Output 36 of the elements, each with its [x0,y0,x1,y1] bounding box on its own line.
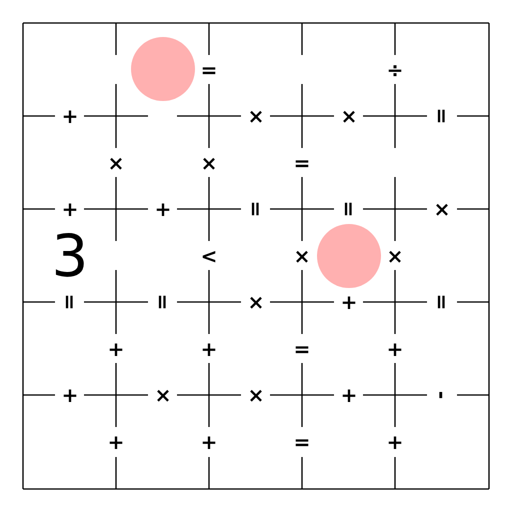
number-clue: 3 [52,227,88,285]
operator-symbol: - [432,390,452,400]
operator-symbol: + [62,106,78,126]
operator-symbol: = [60,294,80,310]
operator-symbol: × [294,246,310,266]
operator-symbol: + [386,339,404,359]
operator-symbol: = [294,339,310,359]
operator-symbol: ÷ [386,60,404,80]
operator-symbol: × [386,246,404,266]
operator-symbol: = [432,294,452,310]
operator-symbol: = [153,294,173,310]
operator-symbol: < [200,246,218,266]
operator-symbol: × [108,153,124,173]
operator-symbol: + [108,432,124,452]
operator-symbol: = [432,108,452,124]
operator-symbol: × [434,199,450,219]
operator-symbol: × [248,106,264,126]
operator-symbol: = [200,60,218,80]
operator-symbol: × [248,292,264,312]
operator-symbol: + [154,199,172,219]
operator-symbol: + [386,432,404,452]
operator-symbol: = [339,200,359,218]
operator-symbol: + [62,385,78,405]
operator-symbol: + [108,339,124,359]
operator-symbol: + [340,385,358,405]
operator-symbol: = [294,153,310,173]
operator-symbol: = [294,432,310,452]
operator-symbol: + [200,432,218,452]
operator-symbol: × [248,385,264,405]
operator-symbol: + [62,199,78,219]
operator-symbol: × [154,385,172,405]
operator-symbol: = [246,200,266,218]
operator-symbol: + [340,292,358,312]
operator-symbol: + [200,339,218,359]
operator-symbol: × [340,106,358,126]
operator-symbol: × [200,153,218,173]
